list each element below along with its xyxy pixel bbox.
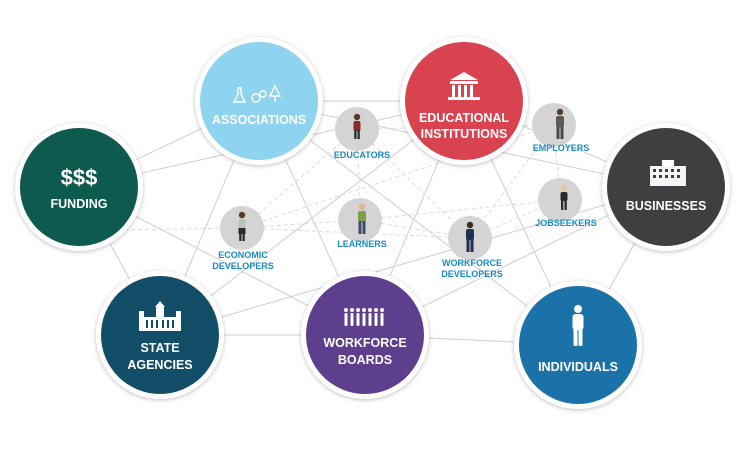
workforce-boards-node[interactable]: WORKFORCE BOARDS xyxy=(301,271,429,399)
workforce-boards-label-2: BOARDS xyxy=(338,353,392,367)
woman-icon xyxy=(560,185,568,210)
funding-symbol: $$$ xyxy=(61,165,98,190)
dashed-line xyxy=(553,124,561,201)
educators-node[interactable]: EDUCATORS xyxy=(334,107,390,160)
state-agencies-label-2: AGENCIES xyxy=(127,358,192,372)
funding-label: FUNDING xyxy=(51,197,108,211)
dashed-line xyxy=(241,128,358,229)
man-icon xyxy=(358,203,366,234)
educational-institutions-node[interactable]: EDUCATIONAL INSTITUTIONS xyxy=(400,37,528,165)
dashed-line xyxy=(109,227,243,231)
associations-label: ASSOCIATIONS xyxy=(212,113,306,127)
jobseekers-label: JOBSEEKERS xyxy=(535,218,597,228)
lab-gear-tree-icon xyxy=(232,84,282,103)
learners-label: LEARNERS xyxy=(337,239,387,249)
people-row-icon xyxy=(344,308,384,326)
dashed-line xyxy=(356,128,471,239)
workforce-developers-node[interactable]: WORKFORCE DEVELOPERS xyxy=(441,216,503,279)
funding-node[interactable]: $$$ FUNDING xyxy=(15,123,143,251)
individuals-node[interactable]: INDIVIDUALS xyxy=(514,281,642,409)
economic-developers-node[interactable]: ECONOMIC DEVELOPERS xyxy=(212,206,274,271)
state-agencies-node[interactable]: STATE AGENCIES xyxy=(96,271,224,399)
connection-line xyxy=(258,100,579,346)
learners-node[interactable]: LEARNERS xyxy=(337,198,387,249)
educational-label-2: INSTITUTIONS xyxy=(421,127,508,141)
man-suit-icon xyxy=(466,221,474,252)
economic-developers-label-2: DEVELOPERS xyxy=(212,261,274,271)
woman-icon xyxy=(238,211,246,241)
dashed-line xyxy=(359,199,561,221)
workforce-developers-label-2: DEVELOPERS xyxy=(441,269,503,279)
building-icon xyxy=(448,72,480,100)
individuals-label: INDIVIDUALS xyxy=(538,360,618,374)
person-icon xyxy=(572,305,584,346)
workforce-boards-label-1: WORKFORCE xyxy=(323,336,406,350)
associations-node[interactable]: ASSOCIATIONS xyxy=(195,37,323,165)
businesses-label: BUSINESSES xyxy=(626,199,707,213)
educational-label-1: EDUCATIONAL xyxy=(419,111,509,125)
connection-line xyxy=(159,186,667,336)
businesses-node[interactable]: BUSINESSES xyxy=(602,123,730,251)
dashed-line xyxy=(469,124,555,239)
educators-label: EDUCATORS xyxy=(334,150,390,160)
state-agencies-label-1: STATE xyxy=(140,341,179,355)
economic-developers-label-1: ECONOMIC xyxy=(218,250,268,260)
man-suit-icon xyxy=(556,108,564,139)
woman-icon xyxy=(353,113,361,139)
employers-label: EMPLOYERS xyxy=(533,143,590,153)
workforce-developers-label-1: WORKFORCE xyxy=(442,258,502,268)
employers-node[interactable]: EMPLOYERS xyxy=(532,103,589,153)
jobseekers-node[interactable]: JOBSEEKERS xyxy=(535,178,597,228)
